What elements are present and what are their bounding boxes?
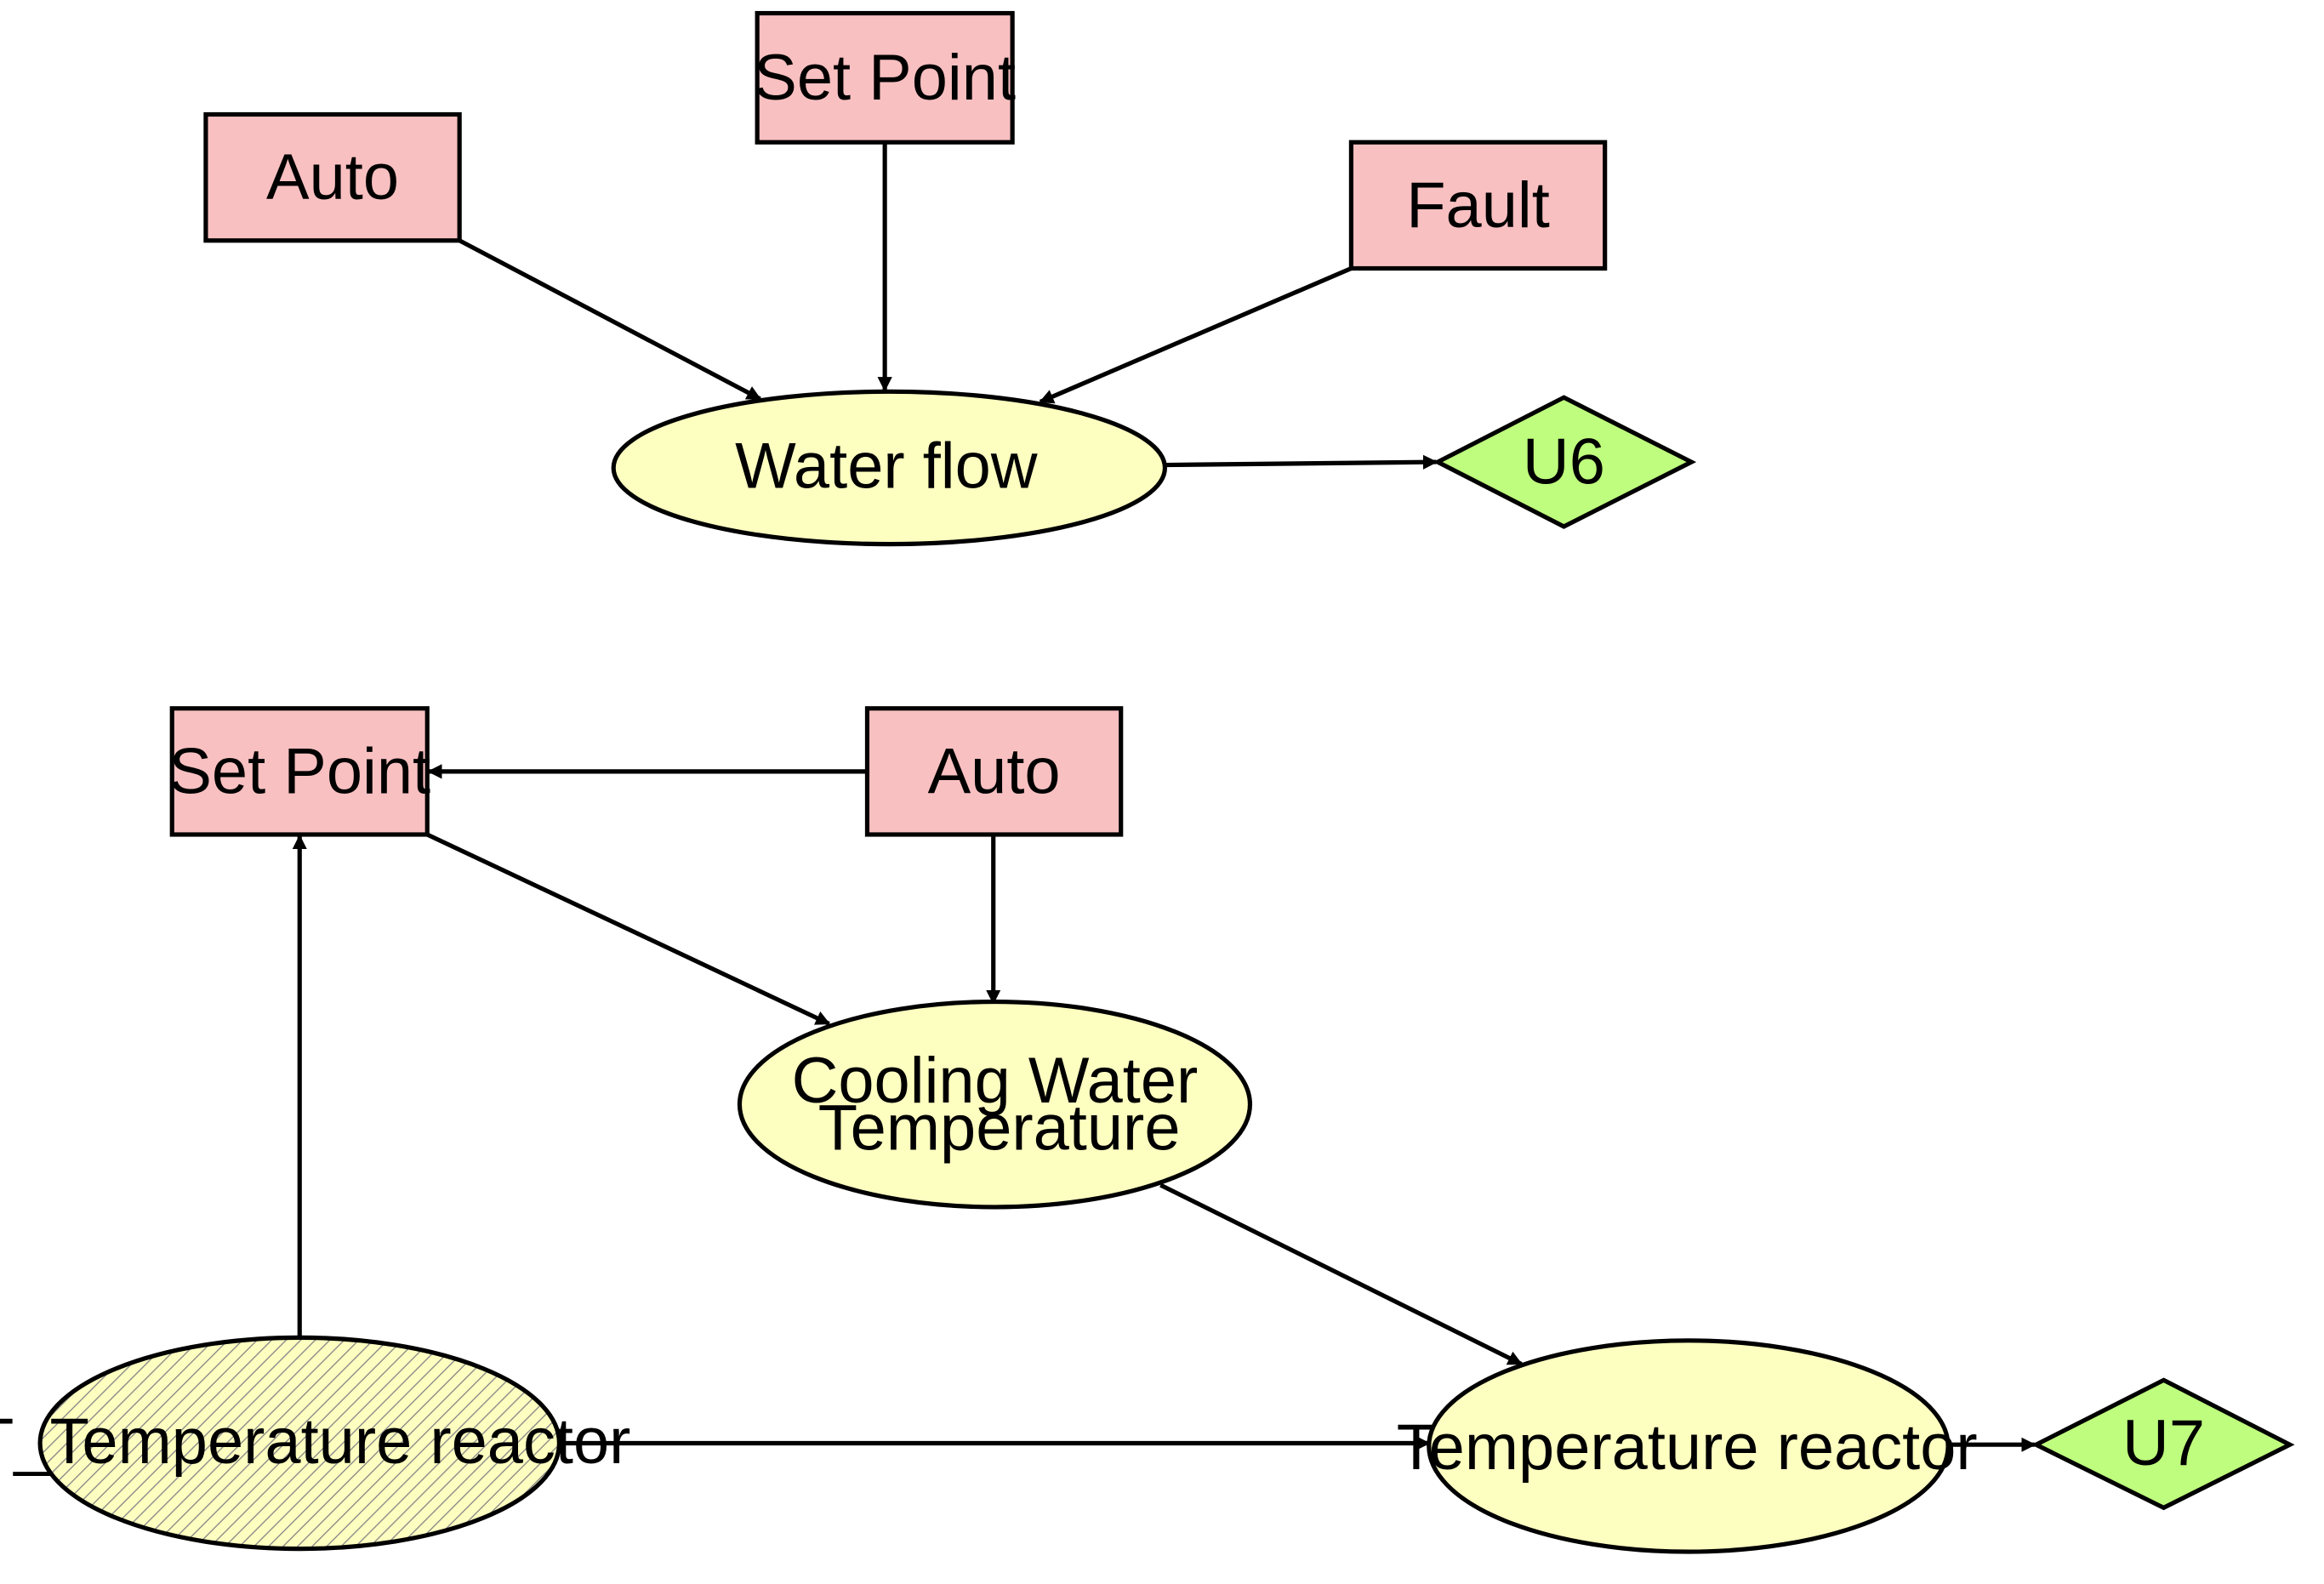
edge-set-point-to-cooling-water-temperature xyxy=(426,832,831,1026)
utility-node-u7[interactable]: U7 xyxy=(2031,1377,2295,1511)
utility-node-label: U7 xyxy=(2122,1407,2205,1479)
chance-node-label-line-1: Cooling Water xyxy=(792,1045,1199,1117)
utility-node-u6[interactable]: U6 xyxy=(1433,395,1697,529)
chance-node-label-line-2: Temperature xyxy=(818,1091,1181,1164)
decision-node-label: Set Point xyxy=(754,42,1016,114)
edge-auto-to-water-flow xyxy=(458,238,762,402)
chance-node-label: T_Temperature reactor xyxy=(0,1405,630,1478)
decision-node-auto[interactable]: Auto xyxy=(864,706,1124,837)
chance-node-t-temperature-reactor[interactable]: T_Temperature reactor xyxy=(0,1335,630,1552)
decision-node-auto[interactable]: Auto xyxy=(203,111,462,243)
chance-node-label: Water flow xyxy=(735,430,1038,503)
utility-node-label: U6 xyxy=(1523,426,1605,499)
edge-water-flow-to-u6 xyxy=(1166,454,1438,470)
decision-node-label: Auto xyxy=(928,735,1061,807)
decision-node-label: Auto xyxy=(266,141,399,214)
decision-node-label: Set Point xyxy=(168,735,430,807)
decision-node-label: Fault xyxy=(1406,169,1550,242)
edge-cooling-water-temperature-to-temperature-reactor xyxy=(1159,1182,1523,1366)
decision-node-fault[interactable]: Fault xyxy=(1348,140,1608,271)
decision-node-set-point[interactable]: Set Point xyxy=(168,706,430,837)
chance-node-label: Temperature reactor xyxy=(1397,1411,1978,1484)
diagram-1: Auto Set Point Fault Water flow U6 xyxy=(203,10,1697,547)
edge-fault-to-water-flow xyxy=(1039,266,1353,404)
chance-node-water-flow[interactable]: Water flow xyxy=(611,389,1168,547)
decision-node-set-point[interactable]: Set Point xyxy=(754,10,1016,145)
diagram-2: Set Point Auto Cooling Water Temperature… xyxy=(0,706,2295,1554)
chance-node-cooling-water-temperature[interactable]: Cooling Water Temperature xyxy=(737,999,1253,1210)
chance-node-temperature-reactor[interactable]: Temperature reactor xyxy=(1397,1338,1978,1554)
